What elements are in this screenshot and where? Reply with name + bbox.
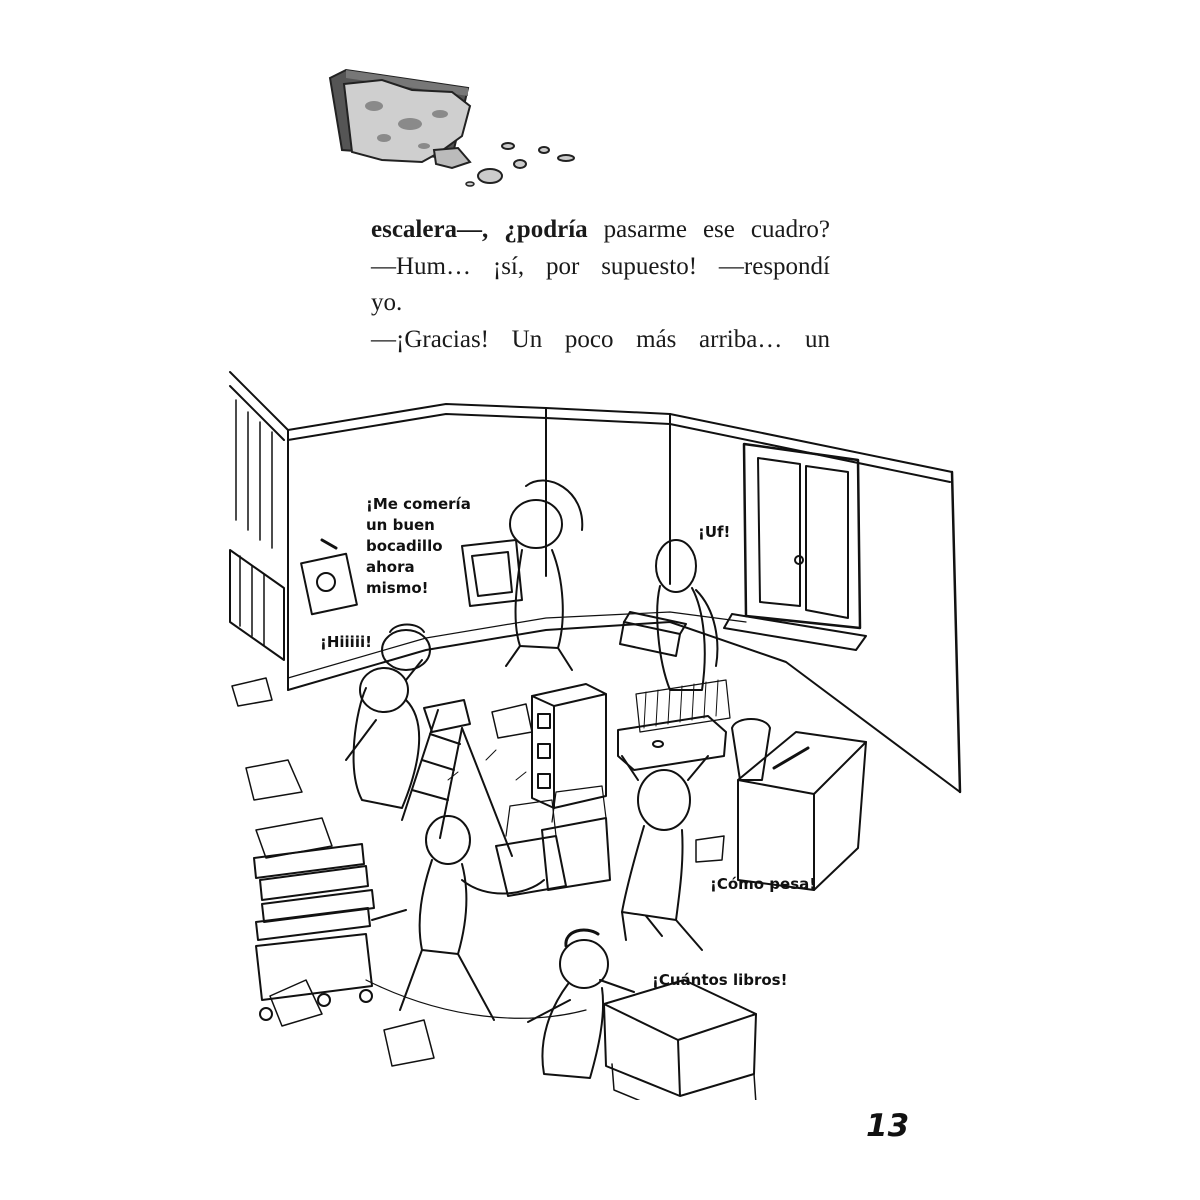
bubble-line: mismo! [366,579,429,597]
office-moving-illustration [229,371,962,1100]
body-text: escalera—, ¿podría pasarme ese cuadro? —… [371,212,830,358]
bubble-line: un buen [366,516,435,534]
speech-bubble-como-pesa: ¡Cómo pesa! [710,875,817,893]
bubble-line: ahora [366,558,415,576]
speech-bubble-uf: ¡Uf! [698,523,731,541]
cheese-ornament-icon [328,68,575,187]
speech-bubble-cuantos-libros: ¡Cuántos libros! [652,971,788,989]
text-line-4: —¡Gracias! Un poco más arriba… un [371,325,830,353]
bubble-line: ¡Me comería [366,495,471,513]
text-line-3: yo. [371,289,403,316]
speech-bubble-hiiii: ¡Hiiiii! [320,633,372,651]
text-line-1: escalera—, ¿podría pasarme ese cuadro? [371,212,830,249]
bubble-line: bocadillo [366,537,443,555]
text-line-1-bold: escalera—, ¿podría [371,216,588,243]
speech-bubble-sandwich: ¡Me comería un buen bocadillo ahora mism… [366,494,471,599]
text-line-2: —Hum… ¡sí, por supuesto! —respondí [371,252,830,280]
page-number: 13 [866,1108,910,1144]
text-line-1-rest: pasarme ese cuadro? [587,216,830,243]
